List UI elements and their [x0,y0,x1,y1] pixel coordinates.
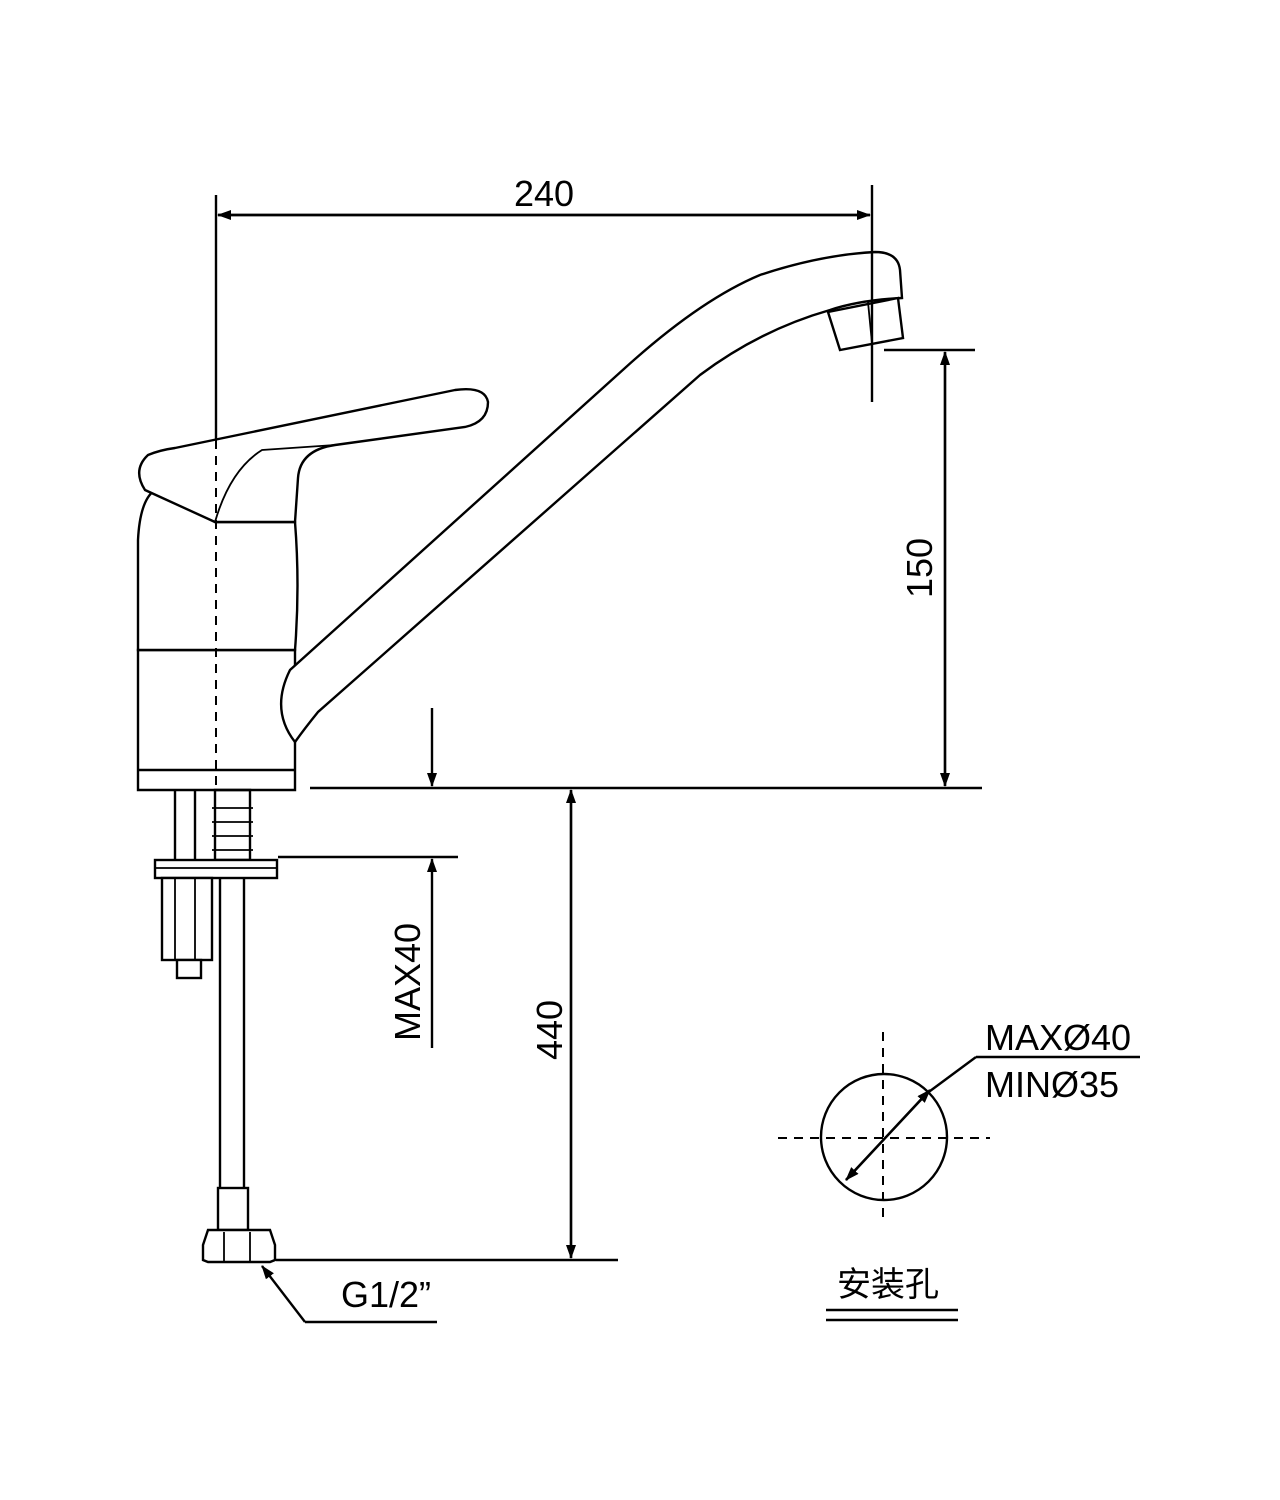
dimension-440-label: 440 [529,1000,570,1060]
dimension-150: 150 [310,348,982,790]
faucet-body [136,488,299,792]
install-hole-caption: 安装孔 [837,1265,939,1305]
dimension-max40: MAX40 [278,708,458,1048]
dimension-240-label: 240 [514,173,574,214]
faucet-spout [279,250,905,745]
thread-callout: G1/2” [261,1265,437,1324]
dimension-max40-label: MAX40 [387,923,428,1041]
hole-max-diameter: MAXØ40 [985,1017,1131,1058]
dimension-150-label: 150 [899,538,940,598]
thread-callout-label: G1/2” [341,1274,431,1315]
hole-min-diameter: MINØ35 [985,1064,1119,1105]
lever-handle [138,388,490,524]
install-hole-detail: MAXØ40 MINØ35 安装孔 [778,1017,1140,1322]
dimension-240: 240 [217,173,874,402]
mounting-assembly [153,788,279,1264]
dimension-440: 440 [276,789,618,1262]
